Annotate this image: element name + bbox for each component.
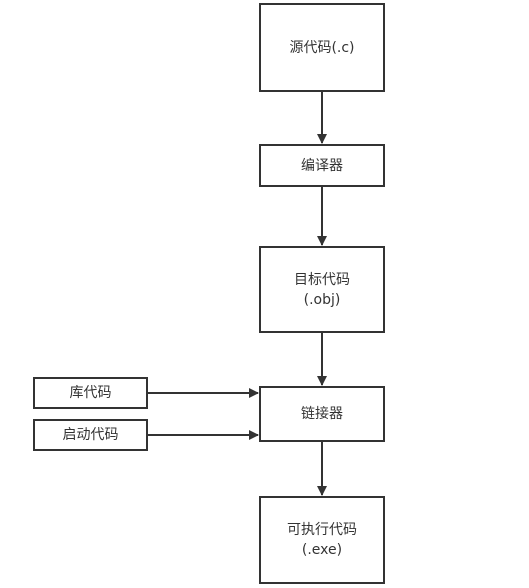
library-code-label: 库代码: [69, 385, 112, 401]
object-code-label-line2: (.obj): [303, 291, 341, 308]
object-code-node: 目标代码 (.obj): [259, 246, 385, 333]
source-code-node: 源代码(.c): [259, 3, 385, 92]
startup-code-node: 启动代码: [33, 419, 148, 451]
executable-code-label-line2: (.exe): [301, 542, 343, 558]
linker-label: 链接器: [301, 406, 343, 422]
linker-node: 链接器: [259, 386, 385, 442]
compiler-label: 编译器: [301, 157, 343, 174]
compiler-node: 编译器: [259, 144, 385, 187]
library-code-node: 库代码: [33, 377, 148, 409]
object-code-label-line1: 目标代码: [294, 271, 350, 288]
startup-code-label: 启动代码: [62, 427, 119, 443]
executable-code-label-line1: 可执行代码: [287, 522, 357, 538]
executable-code-node: 可执行代码 (.exe): [259, 496, 385, 584]
source-code-label: 源代码(.c): [289, 39, 355, 56]
